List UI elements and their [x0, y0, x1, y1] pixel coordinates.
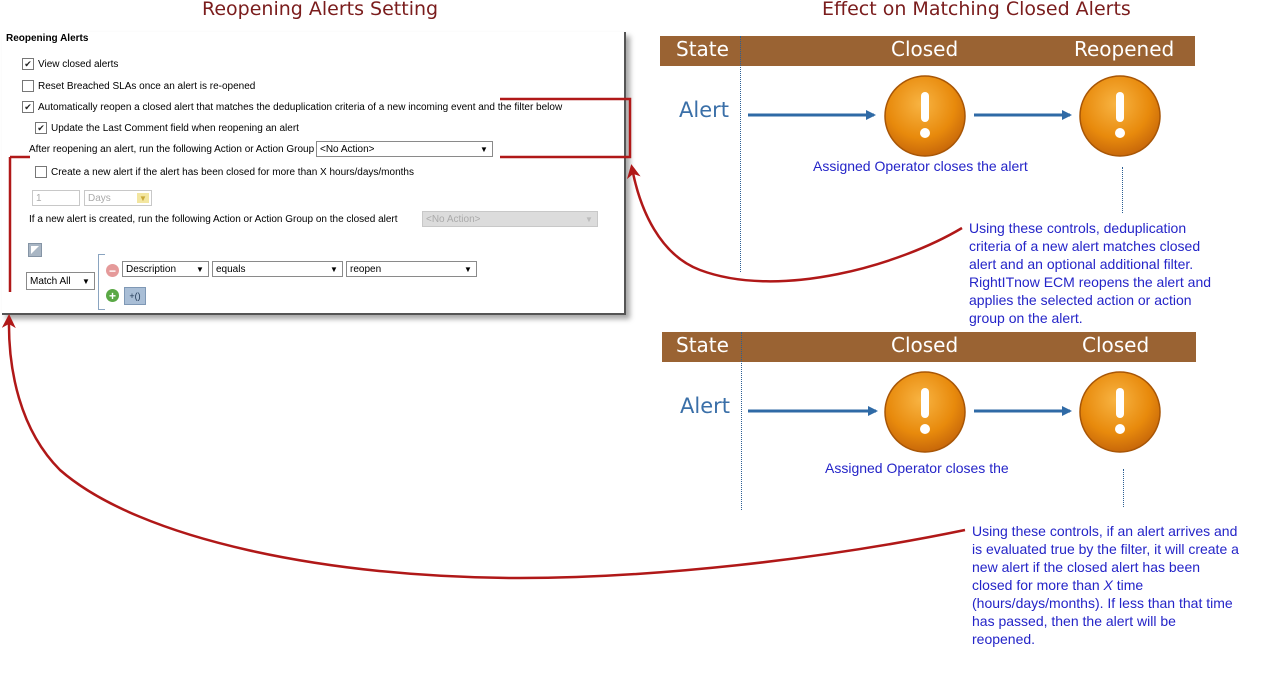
- panel-title: Reopening Alerts: [6, 33, 89, 44]
- right-heading: Effect on Matching Closed Alerts: [822, 0, 1131, 20]
- after-reopen-action-value: <No Action>: [320, 143, 375, 155]
- top-state-label: State: [676, 37, 729, 61]
- top-note: Using these controls, deduplication crit…: [969, 219, 1211, 327]
- top-note-line: criteria of a new alert matches closed: [969, 238, 1201, 254]
- exclamation-circle-icon: [1079, 75, 1161, 157]
- bottom-caption: Assigned Operator closes the: [825, 460, 1009, 476]
- if-created-row: If a new alert is created, run the follo…: [29, 214, 398, 225]
- bottom-note-line: closed for more than X time: [972, 576, 1239, 594]
- duration-number-input[interactable]: 1: [32, 190, 80, 206]
- auto-reopen-checkbox[interactable]: ✔: [22, 101, 34, 113]
- chevron-down-icon: ▼: [330, 264, 338, 274]
- bottom-note-line: Using these controls, if an alert arrive…: [972, 523, 1238, 539]
- exclamation-circle-icon: [884, 371, 966, 453]
- chevron-down-icon: ▼: [464, 264, 472, 274]
- reset-slas-row[interactable]: Reset Breached SLAs once an alert is re-…: [22, 80, 255, 92]
- exclamation-circle-icon: [1079, 371, 1161, 453]
- x-variable: X: [1103, 577, 1113, 593]
- top-state-header: State Closed Reopened: [660, 36, 1195, 66]
- update-comment-row[interactable]: ✔ Update the Last Comment field when reo…: [35, 122, 299, 134]
- condition-operator-value: equals: [216, 263, 246, 275]
- top-note-line: applies the selected action or action: [969, 292, 1192, 308]
- bottom-alert-label: Alert: [680, 394, 730, 418]
- chevron-down-icon: ▼: [196, 264, 204, 274]
- top-note-line: group on the alert.: [969, 310, 1083, 326]
- callout-curve-top: [626, 164, 963, 283]
- condition-field-value: Description: [126, 263, 177, 275]
- update-comment-checkbox[interactable]: ✔: [35, 122, 47, 134]
- bottom-divider: [741, 332, 742, 510]
- bottom-note: Using these controls, if an alert arrive…: [972, 522, 1239, 648]
- chevron-down-icon: ▼: [137, 193, 149, 203]
- bottom-trail-line: [1123, 469, 1124, 507]
- bottom-note-line: is evaluated true by the filter, it will…: [972, 541, 1239, 557]
- condition-value-select[interactable]: reopen ▼: [346, 261, 477, 277]
- view-closed-checkbox[interactable]: ✔: [22, 58, 34, 70]
- bottom-state-label: State: [676, 333, 729, 357]
- add-group-button[interactable]: +(): [124, 287, 146, 305]
- after-reopen-row: After reopening an alert, run the follow…: [29, 144, 314, 155]
- filter-group-bracket: [98, 254, 105, 310]
- top-note-line: alert and an optional additional filter.: [969, 256, 1194, 272]
- add-condition-button[interactable]: +: [106, 289, 119, 302]
- top-alert-label: Alert: [679, 98, 729, 122]
- auto-reopen-label: Automatically reopen a closed alert that…: [38, 101, 563, 113]
- view-closed-row[interactable]: ✔ View closed alerts: [22, 58, 118, 70]
- update-comment-label: Update the Last Comment field when reope…: [51, 122, 299, 134]
- chevron-down-icon: ▼: [585, 214, 593, 224]
- after-reopen-action-select[interactable]: <No Action> ▼: [316, 141, 493, 157]
- bottom-note-line: has passed, then the alert will be: [972, 613, 1176, 629]
- left-heading: Reopening Alerts Setting: [202, 0, 439, 20]
- bottom-col1-label: Closed: [891, 333, 959, 357]
- bottom-note-line: reopened.: [972, 631, 1036, 647]
- remove-condition-button[interactable]: −: [106, 264, 119, 277]
- plus-icon: +: [108, 288, 116, 303]
- bottom-note-line: (hours/days/months). If less than that t…: [972, 595, 1233, 611]
- reset-slas-label: Reset Breached SLAs once an alert is re-…: [38, 80, 256, 92]
- condition-value-value: reopen: [350, 263, 382, 275]
- if-created-label: If a new alert is created, run the follo…: [29, 214, 398, 225]
- top-col1-label: Closed: [891, 37, 959, 61]
- note-fragment: closed for more than: [972, 577, 1104, 593]
- duration-unit-value: Days: [88, 192, 111, 204]
- condition-field-select[interactable]: Description ▼: [122, 261, 209, 277]
- bottom-note-x-line: closed for more than X time: [972, 577, 1143, 593]
- after-reopen-label: After reopening an alert, run the follow…: [29, 144, 315, 155]
- bottom-note-line: new alert if the closed alert has been: [972, 559, 1201, 575]
- top-trail-line: [1122, 167, 1123, 213]
- view-closed-label: View closed alerts: [38, 58, 119, 70]
- bottom-col2-label: Closed: [1082, 333, 1150, 357]
- chevron-down-icon: ▼: [480, 144, 488, 154]
- minus-icon: −: [108, 263, 116, 278]
- exclamation-circle-icon: [884, 75, 966, 157]
- create-new-label: Create a new alert if the alert has been…: [51, 166, 414, 178]
- add-group-label: +(): [129, 291, 141, 301]
- if-created-action-value: <No Action>: [426, 213, 481, 225]
- top-note-line: Using these controls, deduplication: [969, 220, 1187, 236]
- match-all-value: Match All: [30, 275, 71, 287]
- top-note-line: RightITnow ECM reopens the alert and: [969, 274, 1212, 290]
- top-caption: Assigned Operator closes the alert: [813, 158, 1028, 174]
- condition-operator-select[interactable]: equals ▼: [212, 261, 343, 277]
- create-new-row[interactable]: Create a new alert if the alert has been…: [35, 166, 414, 178]
- filter-toggle-icon[interactable]: [28, 243, 42, 257]
- duration-number-value: 1: [36, 192, 42, 204]
- reopening-alerts-panel: Reopening Alerts ✔ View closed alerts Re…: [2, 32, 626, 315]
- bottom-state-header: State Closed Closed: [662, 332, 1196, 362]
- if-created-action-select[interactable]: <No Action> ▼: [422, 211, 598, 227]
- match-all-select[interactable]: Match All ▼: [26, 272, 95, 290]
- reset-slas-checkbox[interactable]: [22, 80, 34, 92]
- duration-unit-select[interactable]: Days ▼: [84, 190, 152, 206]
- auto-reopen-row[interactable]: ✔ Automatically reopen a closed alert th…: [22, 101, 562, 113]
- note-fragment: time: [1112, 577, 1144, 593]
- chevron-down-icon: ▼: [82, 276, 90, 286]
- top-col2-label: Reopened: [1074, 37, 1175, 61]
- create-new-checkbox[interactable]: [35, 166, 47, 178]
- top-divider: [740, 36, 741, 272]
